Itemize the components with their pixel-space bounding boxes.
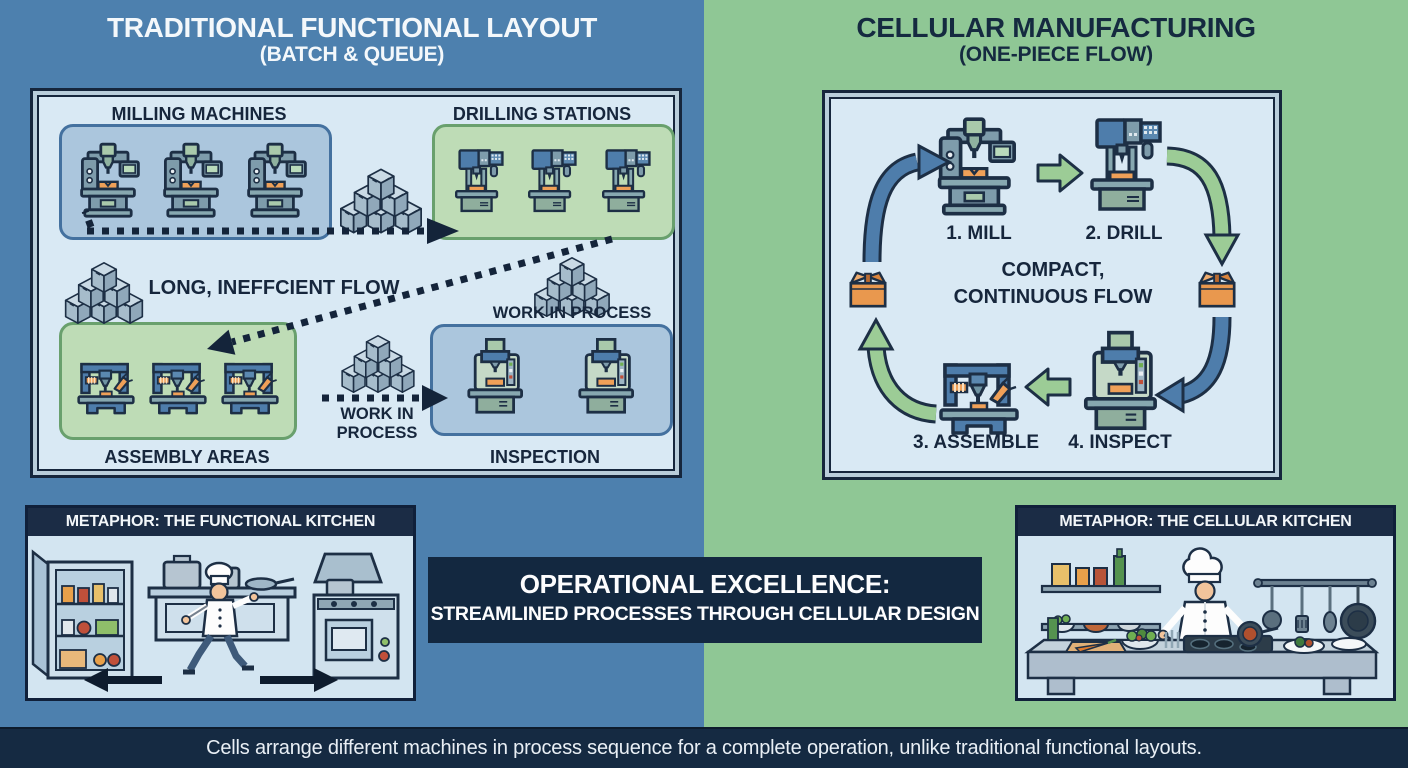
work-in-process-mid-label: WORK IN PROCESS bbox=[336, 405, 418, 442]
milling-machine-icon bbox=[72, 131, 152, 231]
running-chef-figure bbox=[181, 561, 259, 675]
long-inefficient-flow-label: LONG, INEFFCIENT FLOW bbox=[148, 277, 400, 299]
drill-machine-icon bbox=[1077, 111, 1177, 219]
assembly-machine-icon bbox=[142, 329, 214, 431]
left-run-arrow bbox=[84, 668, 162, 692]
step4-inspect-label: 4. INSPECT bbox=[1068, 432, 1172, 453]
step2-drill-label: 2. DRILL bbox=[1085, 223, 1163, 244]
cellular-kitchen-title: METAPHOR: THE CELLULAR KITCHEN bbox=[1018, 508, 1393, 536]
milling-machines-group bbox=[59, 124, 332, 240]
footer-caption: Cells arrange different machines in proc… bbox=[0, 727, 1408, 768]
drilling-stations-group bbox=[432, 124, 675, 240]
left-title: TRADITIONAL FUNCTIONAL LAYOUT bbox=[106, 12, 598, 43]
cellular-flow-panel: 1. MILL 2. DRILL COMPACT, CONTINUOUS FLO… bbox=[822, 90, 1282, 480]
inspection-group bbox=[430, 324, 673, 436]
operational-excellence-banner: OPERATIONAL EXCELLENCE: STREAMLINED PROC… bbox=[428, 557, 982, 643]
functional-kitchen-card: METAPHOR: THE FUNCTIONAL KITCHEN bbox=[25, 505, 416, 701]
drilling-machine-icon bbox=[446, 131, 514, 231]
mill-machine-icon bbox=[927, 115, 1032, 220]
left-subtitle: (BATCH & QUEUE) bbox=[259, 43, 445, 67]
assembly-machine-icon bbox=[214, 329, 286, 431]
step3-assemble-label: 3. ASSEMBLE bbox=[913, 432, 1039, 453]
banner-line2: STREAMLINED PROCESSES THROUGH CELLULAR D… bbox=[430, 602, 980, 625]
right-title-block: CELLULAR MANUFACTURING (ONE-PIECE FLOW) bbox=[704, 12, 1408, 67]
inspection-machine-icon bbox=[456, 327, 536, 427]
functional-kitchen-title: METAPHOR: THE FUNCTIONAL KITCHEN bbox=[28, 508, 413, 536]
right-subtitle: (ONE-PIECE FLOW) bbox=[959, 43, 1153, 67]
drilling-machine-icon bbox=[593, 131, 661, 231]
compact-continuous-flow-label: COMPACT, CONTINUOUS FLOW bbox=[953, 259, 1153, 308]
drilling-stations-label: DRILLING STATIONS bbox=[452, 104, 632, 124]
assemble-machine-icon bbox=[923, 337, 1035, 437]
assembly-areas-label: ASSEMBLY AREAS bbox=[104, 447, 270, 467]
single-piece-box-icon bbox=[845, 268, 891, 310]
inspection-machine-icon bbox=[567, 327, 647, 427]
cellular-kitchen-card: METAPHOR: THE CELLULAR KITCHEN bbox=[1015, 505, 1396, 701]
work-in-process-stack-icon bbox=[340, 335, 416, 393]
assembly-machine-icon bbox=[70, 329, 142, 431]
drilling-machine-icon bbox=[519, 131, 587, 231]
functional-kitchen-illustration bbox=[31, 549, 400, 692]
step1-mill-label: 1. MILL bbox=[946, 223, 1012, 244]
banner-line1: OPERATIONAL EXCELLENCE: bbox=[519, 569, 891, 599]
functional-layout-panel: MILLING MACHINES DRILLING STATIONS LONG,… bbox=[30, 88, 682, 478]
right-title: CELLULAR MANUFACTURING bbox=[856, 12, 1256, 43]
inspect-machine-icon bbox=[1069, 327, 1174, 437]
inspection-label: INSPECTION bbox=[489, 447, 600, 467]
assembly-areas-group bbox=[59, 322, 297, 440]
milling-machines-label: MILLING MACHINES bbox=[111, 104, 287, 124]
work-in-process-label: WORK IN PROCESS bbox=[492, 304, 652, 322]
milling-machine-icon bbox=[155, 131, 235, 231]
right-run-arrow bbox=[260, 668, 338, 692]
left-title-block: TRADITIONAL FUNCTIONAL LAYOUT (BATCH & Q… bbox=[0, 12, 704, 67]
milling-machine-icon bbox=[239, 131, 319, 231]
cellular-kitchen-illustration bbox=[1024, 547, 1380, 696]
work-in-process-stack-icon bbox=[340, 168, 422, 234]
